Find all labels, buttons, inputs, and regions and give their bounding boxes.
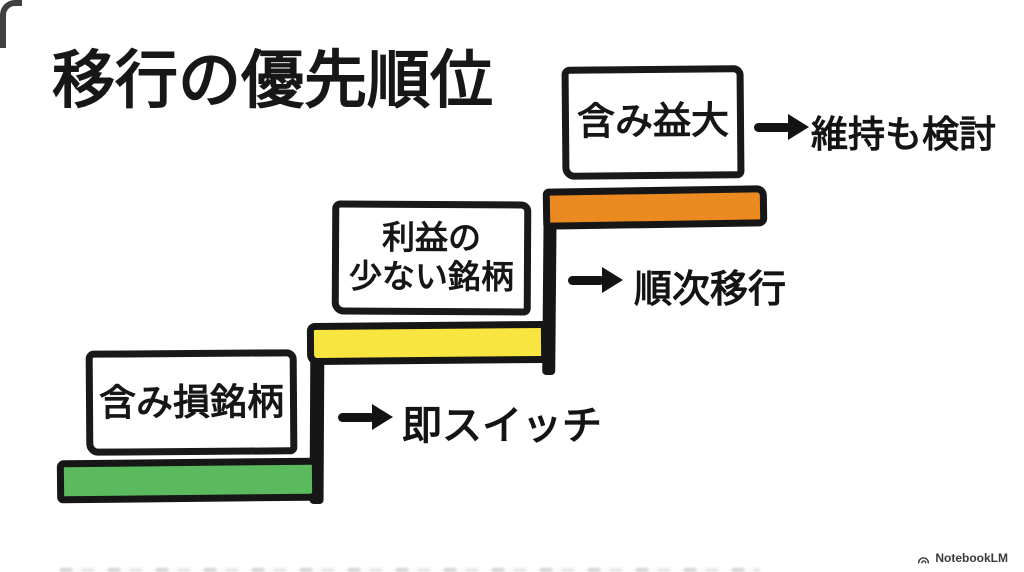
label-box-top: 含み益大	[561, 65, 745, 180]
watermark-label: NotebookLM	[935, 551, 1008, 565]
label-box-bottom: 含み損銘柄	[85, 349, 298, 456]
label-text-middle-line2: 少ない銘柄	[348, 257, 514, 296]
result-text-bottom: 即スイッチ	[402, 404, 602, 448]
label-text-middle-line1: 利益の	[382, 218, 482, 257]
screen-corner-artifact	[0, 0, 22, 48]
result-text-middle: 順次移行	[634, 269, 787, 311]
arrow-head	[372, 404, 393, 430]
page-title: 移行の優先順位	[52, 46, 493, 116]
label-text-top: 含み益大	[576, 100, 730, 144]
arrow-shaft	[568, 275, 605, 285]
right-arrow-icon	[568, 267, 623, 293]
step-bar-orange	[542, 185, 768, 230]
step-bar-yellow	[306, 320, 549, 366]
cropped-text-artifact	[60, 568, 760, 572]
arrow-shaft	[754, 122, 791, 132]
step-bar-green	[56, 457, 320, 504]
right-arrow-icon	[754, 114, 809, 140]
label-box-middle: 利益の 少ない銘柄	[331, 200, 532, 316]
arrow-shaft	[338, 412, 375, 422]
result-text-top: 維持も検討	[811, 114, 996, 155]
watermark: NotebookLM	[917, 551, 1008, 565]
label-text-bottom: 含み損銘柄	[98, 381, 285, 424]
notebooklm-logo-icon	[918, 556, 930, 564]
right-arrow-icon	[338, 404, 393, 430]
arrow-head	[788, 114, 809, 140]
arrow-head	[602, 267, 623, 293]
